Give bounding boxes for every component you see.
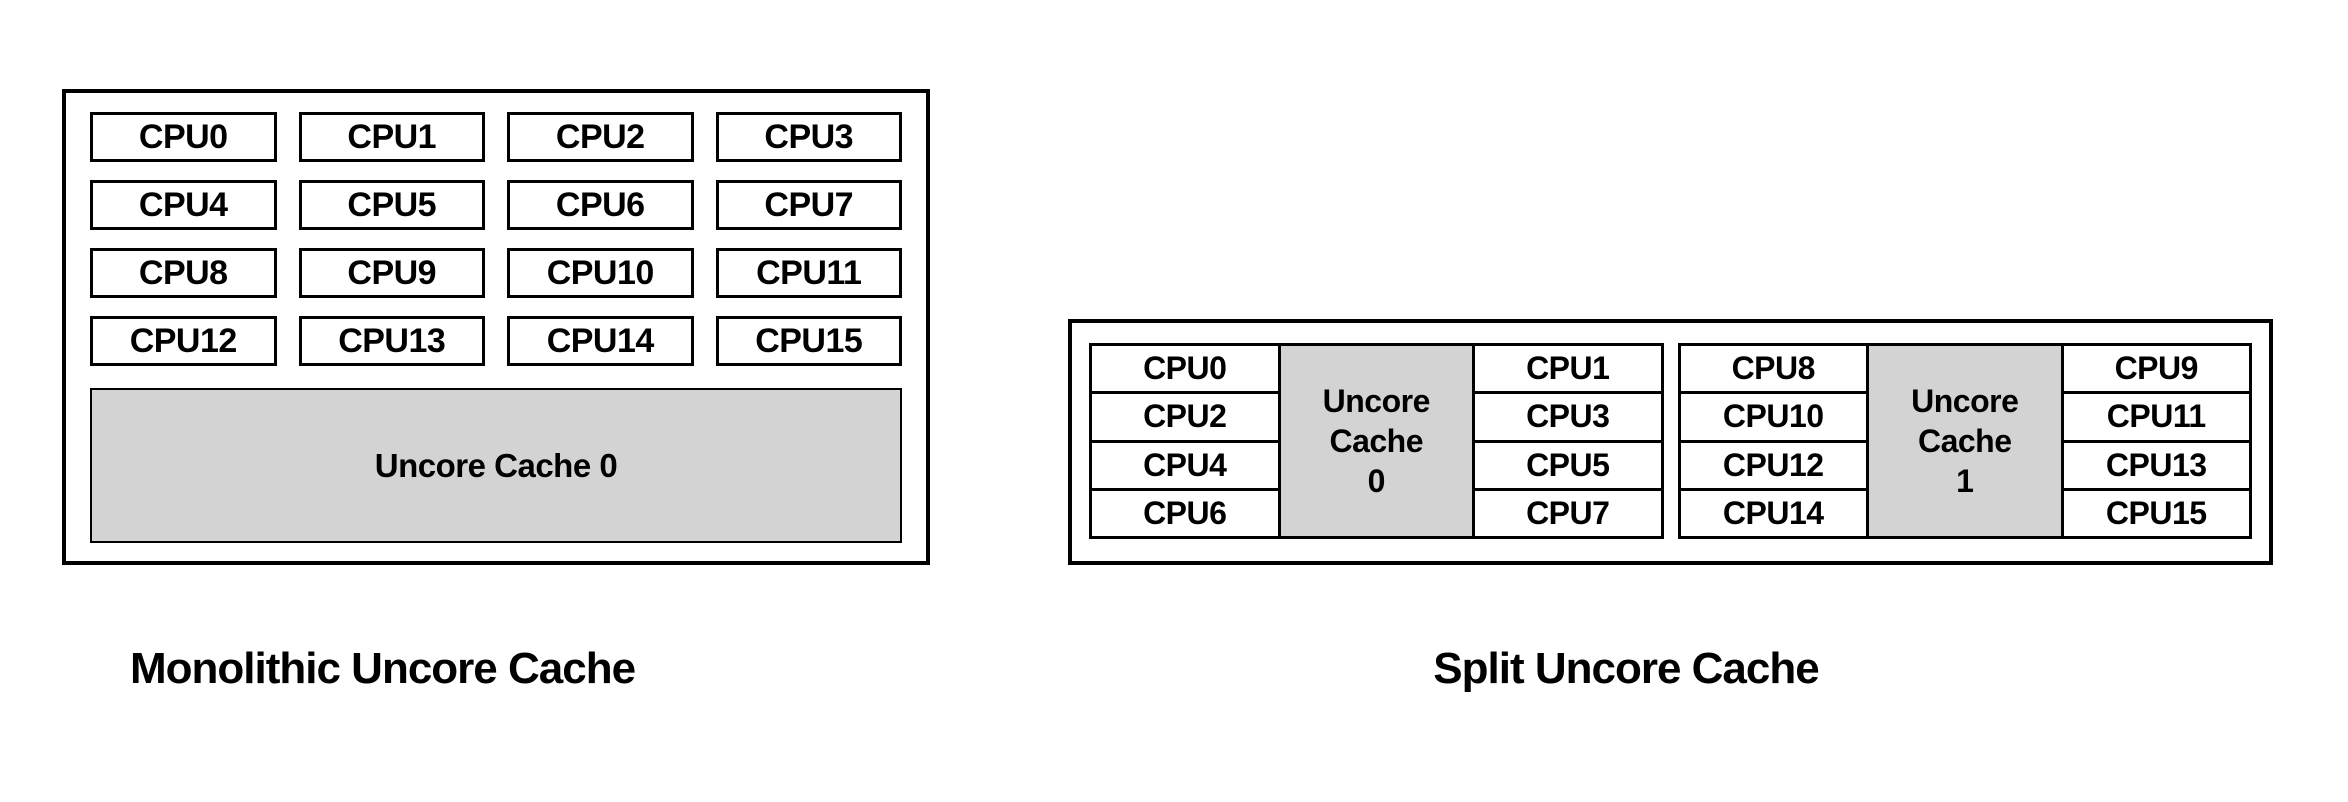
split-uncore-cache-1-box: Uncore Cache 1 bbox=[1866, 343, 2064, 539]
cluster1-left-stack: CPU8 CPU10 CPU12 CPU14 bbox=[1677, 343, 1869, 539]
cpu-box-1: CPU1 bbox=[298, 112, 485, 162]
monolithic-caption: Monolithic Uncore Cache bbox=[130, 644, 636, 693]
cpu-cell-13: CPU13 bbox=[2060, 439, 2252, 491]
split-cluster-1: CPU8 CPU10 CPU12 CPU14 Uncore Cache 1 CP… bbox=[1677, 343, 2252, 539]
cpu-cell-10: CPU10 bbox=[1677, 391, 1869, 443]
cpu-cell-15: CPU15 bbox=[2060, 487, 2252, 539]
cpu-box-14: CPU14 bbox=[507, 316, 694, 366]
split-uncore-cache-0-box: Uncore Cache 0 bbox=[1277, 343, 1475, 539]
cpu-cell-1: CPU1 bbox=[1472, 343, 1664, 395]
cpu-box-9: CPU9 bbox=[298, 248, 485, 298]
monolithic-cpu-grid: CPU0 CPU1 CPU2 CPU3 CPU4 CPU5 CPU6 CPU7 … bbox=[90, 112, 902, 366]
cpu-box-2: CPU2 bbox=[507, 112, 694, 162]
uncore-cache-0-box: Uncore Cache 0 bbox=[90, 388, 902, 543]
cpu-cell-0: CPU0 bbox=[1089, 343, 1281, 395]
cpu-box-5: CPU5 bbox=[298, 180, 485, 230]
cpu-box-7: CPU7 bbox=[715, 180, 902, 230]
cpu-box-11: CPU11 bbox=[715, 248, 902, 298]
cluster0-right-stack: CPU1 CPU3 CPU5 CPU7 bbox=[1472, 343, 1664, 539]
cpu-cell-3: CPU3 bbox=[1472, 391, 1664, 443]
cpu-box-8: CPU8 bbox=[90, 248, 277, 298]
cpu-box-15: CPU15 bbox=[715, 316, 902, 366]
cpu-cell-11: CPU11 bbox=[2060, 391, 2252, 443]
cpu-box-6: CPU6 bbox=[507, 180, 694, 230]
cpu-box-13: CPU13 bbox=[298, 316, 485, 366]
cpu-box-12: CPU12 bbox=[90, 316, 277, 366]
cluster1-right-stack: CPU9 CPU11 CPU13 CPU15 bbox=[2060, 343, 2252, 539]
monolithic-diagram: CPU0 CPU1 CPU2 CPU3 CPU4 CPU5 CPU6 CPU7 … bbox=[62, 89, 930, 565]
cluster0-left-stack: CPU0 CPU2 CPU4 CPU6 bbox=[1089, 343, 1281, 539]
cpu-cell-9: CPU9 bbox=[2060, 343, 2252, 395]
cpu-cell-7: CPU7 bbox=[1472, 487, 1664, 539]
cpu-cell-5: CPU5 bbox=[1472, 439, 1664, 491]
cpu-cell-4: CPU4 bbox=[1089, 439, 1281, 491]
cpu-box-10: CPU10 bbox=[507, 248, 694, 298]
cpu-box-0: CPU0 bbox=[90, 112, 277, 162]
cpu-box-3: CPU3 bbox=[715, 112, 902, 162]
cpu-cell-2: CPU2 bbox=[1089, 391, 1281, 443]
cpu-cell-6: CPU6 bbox=[1089, 487, 1281, 539]
split-caption: Split Uncore Cache bbox=[1433, 644, 1819, 693]
cpu-cell-8: CPU8 bbox=[1677, 343, 1869, 395]
split-diagram: CPU0 CPU2 CPU4 CPU6 Uncore Cache 0 CPU1 … bbox=[1068, 319, 2273, 565]
cpu-box-4: CPU4 bbox=[90, 180, 277, 230]
cpu-cell-14: CPU14 bbox=[1677, 487, 1869, 539]
split-cluster-0: CPU0 CPU2 CPU4 CPU6 Uncore Cache 0 CPU1 … bbox=[1089, 343, 1664, 539]
cpu-cell-12: CPU12 bbox=[1677, 439, 1869, 491]
